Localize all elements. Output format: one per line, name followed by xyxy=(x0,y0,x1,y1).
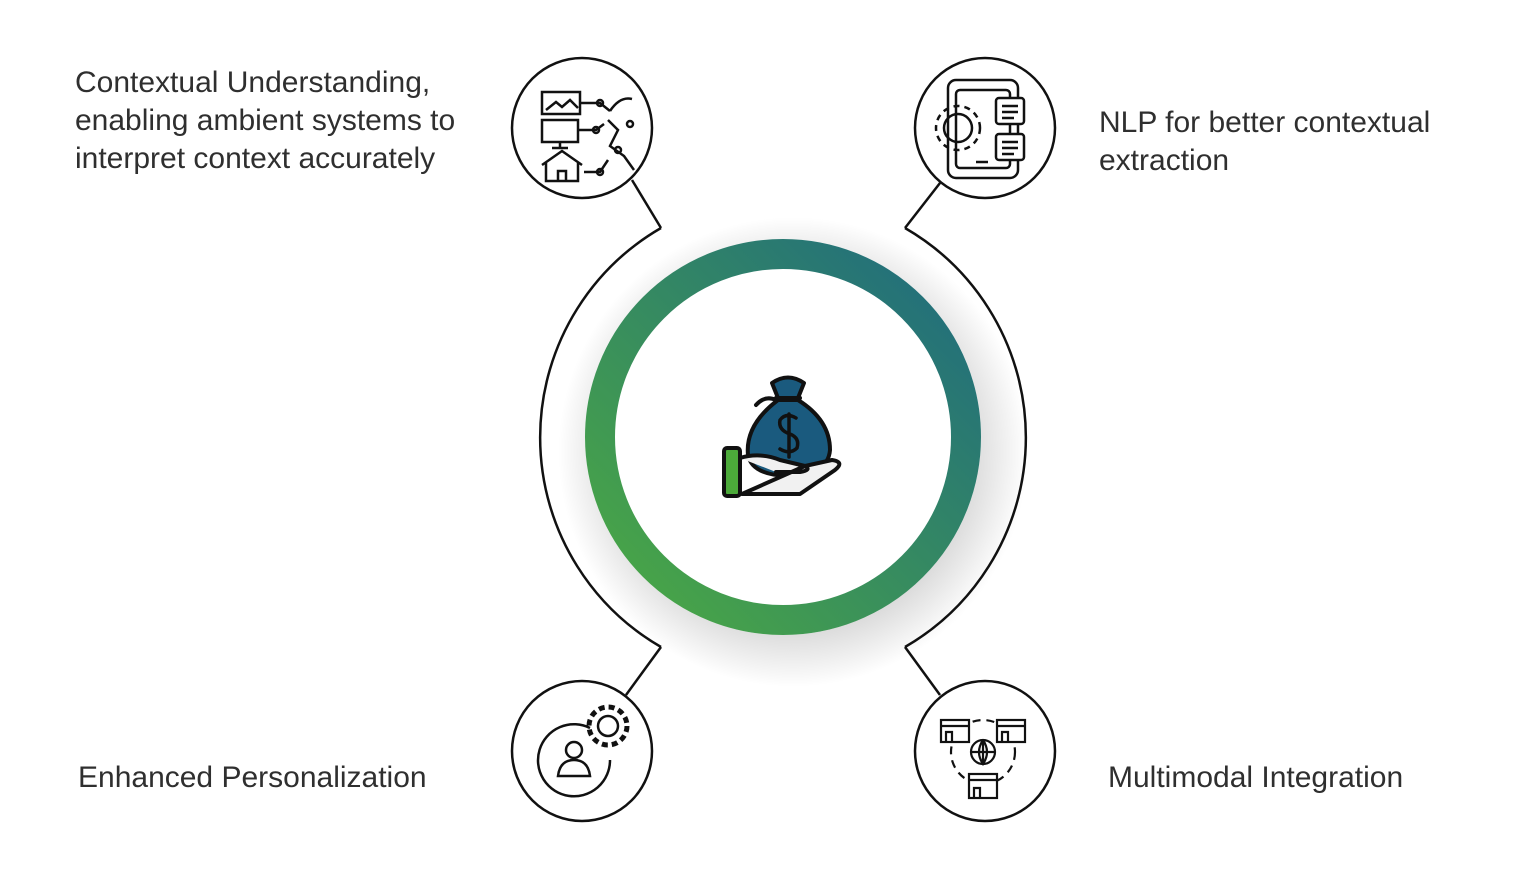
money-bag-hand-icon xyxy=(722,375,842,498)
stores-globe-network-icon xyxy=(939,718,1027,800)
item-text-contextual-understanding: Contextual Understanding, enabling ambie… xyxy=(75,66,456,175)
connector-bottom-left xyxy=(624,646,663,696)
gradient-ring xyxy=(585,239,981,635)
icon-circle-top-left xyxy=(510,56,654,200)
connector-top-left xyxy=(630,179,663,229)
ambient-context-network-icon xyxy=(540,90,636,183)
item-text-nlp: NLP for better contextual extraction xyxy=(1099,106,1431,177)
icon-circle-bottom-right xyxy=(913,679,1057,823)
icon-circle-top-right xyxy=(913,56,1057,200)
left-arc xyxy=(538,226,662,649)
user-gear-icon xyxy=(536,704,630,798)
item-text-personalization: Enhanced Personalization xyxy=(78,761,427,794)
icon-circle-bottom-left xyxy=(510,679,654,823)
connector-top-right xyxy=(904,182,941,229)
item-text-multimodal: Multimodal Integration xyxy=(1108,761,1404,794)
device-gear-documents-icon xyxy=(934,78,1026,180)
